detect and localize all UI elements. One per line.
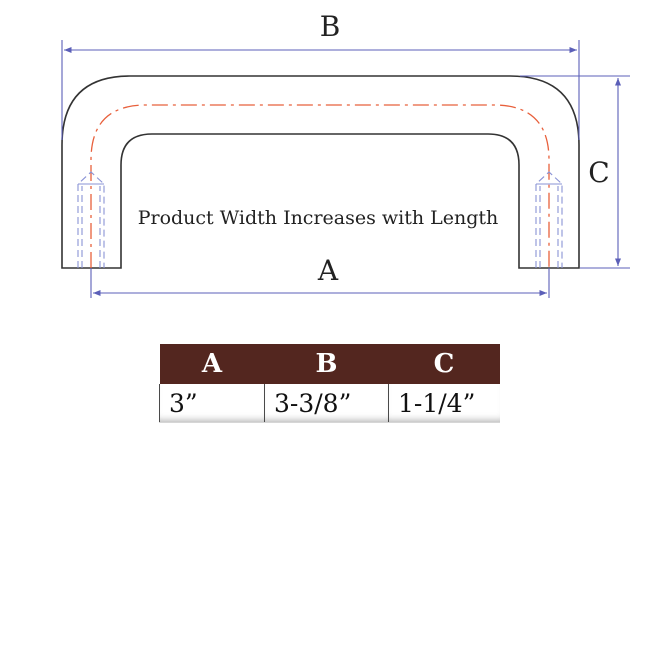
left-threaded-hole xyxy=(77,171,105,268)
table-cell-b: 3-3/8” xyxy=(264,384,389,423)
handle-dimension-drawing: B C A Product Width Increases with Lengt… xyxy=(61,10,630,298)
table-cell-c: 1-1/4” xyxy=(388,384,500,423)
table-header-c: C xyxy=(433,349,455,379)
dimension-b-label: B xyxy=(320,10,341,43)
dimension-a xyxy=(90,268,550,298)
dimension-a-label: A xyxy=(317,254,339,287)
table-row: 3” 3-3/8” 1-1/4” xyxy=(159,384,500,423)
dimension-table: A B C 3” 3-3/8” 1-1/4” xyxy=(159,344,500,423)
width-note: Product Width Increases with Length xyxy=(138,207,499,229)
dimension-b xyxy=(61,40,580,140)
table-header-b: B xyxy=(315,349,338,379)
table-header-a: A xyxy=(201,349,223,379)
handle-centerline xyxy=(90,104,550,268)
dimension-c xyxy=(520,75,630,269)
table-cell-a: 3” xyxy=(159,384,265,423)
dimension-c-label: C xyxy=(588,156,609,189)
right-threaded-hole xyxy=(535,171,563,268)
table-header-row: A B C xyxy=(159,344,500,384)
